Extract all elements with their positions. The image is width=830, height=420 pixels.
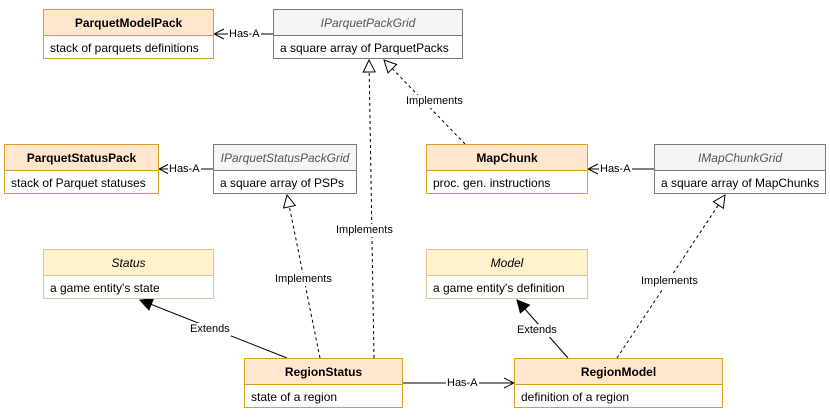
class-status[interactable]: Status a game entity's state xyxy=(43,249,214,299)
interface-iparquet-pack-grid[interactable]: IParquetPackGrid a square array of Parqu… xyxy=(273,9,463,59)
class-name: MapChunk xyxy=(427,145,587,171)
class-description: stack of parquets definitions xyxy=(50,41,199,55)
interface-description: a square array of MapChunks xyxy=(661,176,820,190)
interface-name: IMapChunkGrid xyxy=(655,145,825,171)
class-parquet-model-pack[interactable]: ParquetModelPack stack of parquets defin… xyxy=(43,9,214,59)
class-model[interactable]: Model a game entity's definition xyxy=(426,249,588,299)
class-name: Model xyxy=(427,250,587,276)
class-name: Status xyxy=(44,250,213,276)
edge-label-has-a: Has-A xyxy=(446,377,479,390)
edge-label-implements: Implements xyxy=(335,224,394,237)
class-description: a game entity's definition xyxy=(433,281,565,295)
class-name: RegionStatus xyxy=(245,359,402,385)
implements-connector-regionstatus-packgrid xyxy=(369,60,374,359)
interface-iparquet-status-pack-grid[interactable]: IParquetStatusPackGrid a square array of… xyxy=(213,144,357,194)
edge-label-has-a: Has-A xyxy=(599,163,632,176)
edge-label-extends: Extends xyxy=(516,324,558,337)
edge-label-has-a: Has-A xyxy=(228,28,261,41)
class-name: ParquetModelPack xyxy=(44,10,213,36)
class-description: a game entity's state xyxy=(50,281,160,295)
interface-name: IParquetStatusPackGrid xyxy=(214,145,356,171)
class-map-chunk[interactable]: MapChunk proc. gen. instructions xyxy=(426,144,588,194)
class-name: ParquetStatusPack xyxy=(5,145,158,171)
interface-description: a square array of PSPs xyxy=(220,176,345,190)
class-description: state of a region xyxy=(251,390,338,404)
implements-connector-mapchunk-packgrid xyxy=(384,60,466,145)
interface-imap-chunk-grid[interactable]: IMapChunkGrid a square array of MapChunk… xyxy=(654,144,826,194)
class-description: definition of a region xyxy=(521,390,630,404)
edge-label-has-a: Has-A xyxy=(168,163,201,176)
edge-label-extends: Extends xyxy=(189,323,231,336)
class-region-status[interactable]: RegionStatus state of a region xyxy=(244,358,403,408)
edge-label-implements: Implements xyxy=(405,95,464,108)
interface-name: IParquetPackGrid xyxy=(274,10,462,36)
implements-connector-regionstatus-statusgrid xyxy=(287,195,321,359)
class-region-model[interactable]: RegionModel definition of a region xyxy=(514,358,723,408)
class-parquet-status-pack[interactable]: ParquetStatusPack stack of Parquet statu… xyxy=(4,144,159,194)
interface-description: a square array of ParquetPacks xyxy=(280,41,449,55)
class-description: stack of Parquet statuses xyxy=(11,176,146,190)
edge-label-implements: Implements xyxy=(640,275,699,288)
class-description: proc. gen. instructions xyxy=(433,176,551,190)
edge-label-implements: Implements xyxy=(274,273,333,286)
class-name: RegionModel xyxy=(515,359,722,385)
